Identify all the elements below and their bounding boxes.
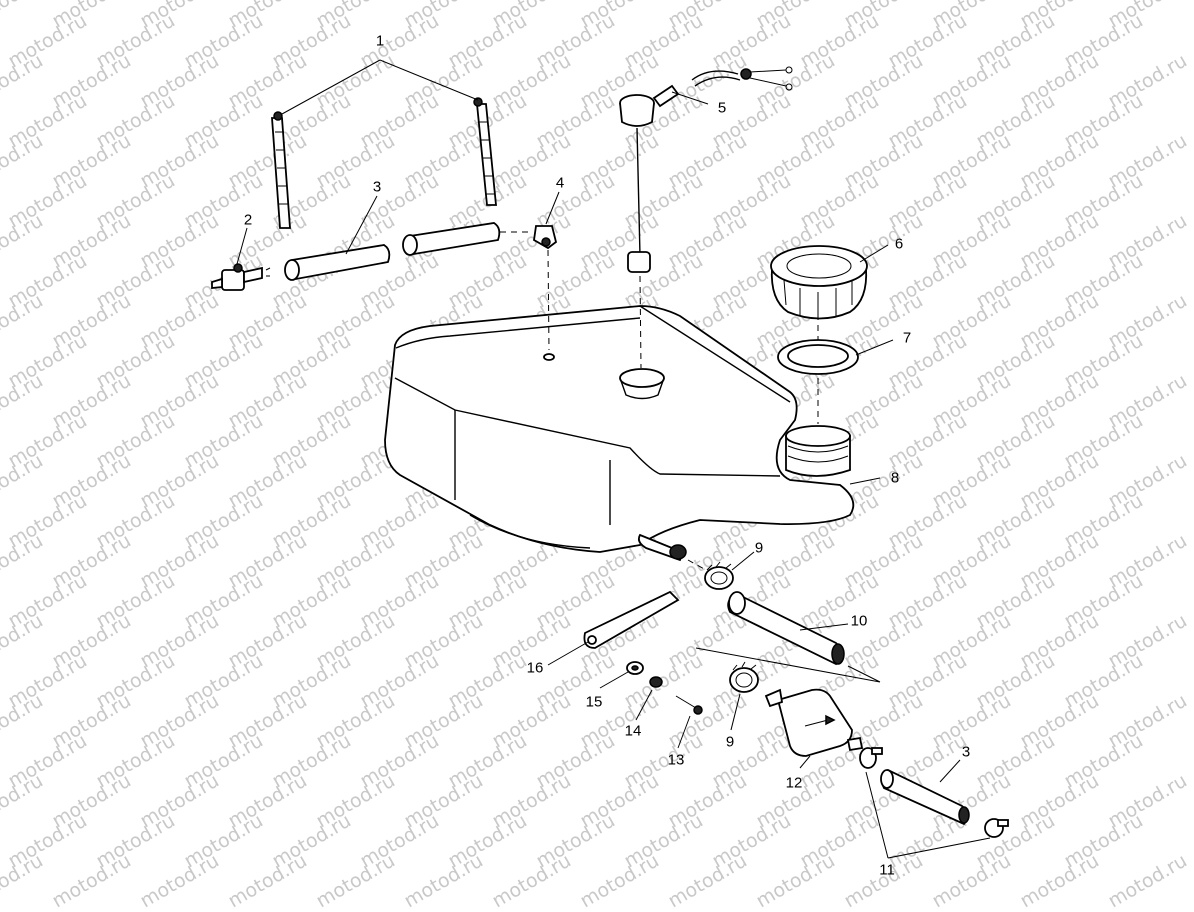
callout-14: 14 — [624, 722, 642, 740]
callout-9-upper: 9 — [754, 539, 764, 557]
small-clamp-b-part — [984, 818, 1009, 838]
fuel-gauge-part — [619, 66, 793, 273]
callout-1: 1 — [375, 32, 385, 50]
leader-lines — [236, 59, 991, 859]
fuel-cap-part — [770, 245, 868, 320]
fuel-tank-part — [384, 305, 855, 562]
callout-16: 16 — [526, 659, 544, 677]
vent-valve-part — [211, 263, 271, 291]
callout-10: 10 — [850, 612, 868, 630]
gasket-part — [777, 339, 859, 375]
callout-12: 12 — [785, 774, 803, 792]
callout-6: 6 — [894, 235, 904, 253]
callout-4: 4 — [555, 174, 565, 192]
callout-3: 3 — [372, 178, 382, 196]
callout-2: 2 — [243, 211, 253, 229]
callout-11: 11 — [879, 861, 895, 879]
lockwasher-part — [649, 676, 663, 688]
vent-hose-part — [284, 222, 501, 281]
callout-5: 5 — [717, 99, 727, 117]
tank-straps-part — [271, 97, 497, 229]
callout-8: 8 — [890, 469, 900, 487]
callout-7: 7 — [902, 329, 912, 347]
callout-15: 15 — [585, 693, 603, 711]
screw-part — [675, 695, 703, 715]
mounting-bracket-part — [583, 590, 680, 649]
hose-clamp-upper-part — [704, 561, 734, 590]
fuel-filter-part — [764, 688, 864, 757]
hose-clamp-lower-part — [729, 661, 759, 693]
elbow-fitting-part — [533, 225, 558, 250]
washer-part — [626, 661, 644, 675]
fuel-hose-lower-part — [880, 768, 970, 826]
small-clamp-a-part — [859, 747, 883, 769]
callout-13: 13 — [667, 751, 685, 769]
callout-3-lower: 3 — [961, 743, 971, 761]
callout-9-lower: 9 — [725, 733, 735, 751]
fuel-hose-part — [727, 591, 845, 666]
